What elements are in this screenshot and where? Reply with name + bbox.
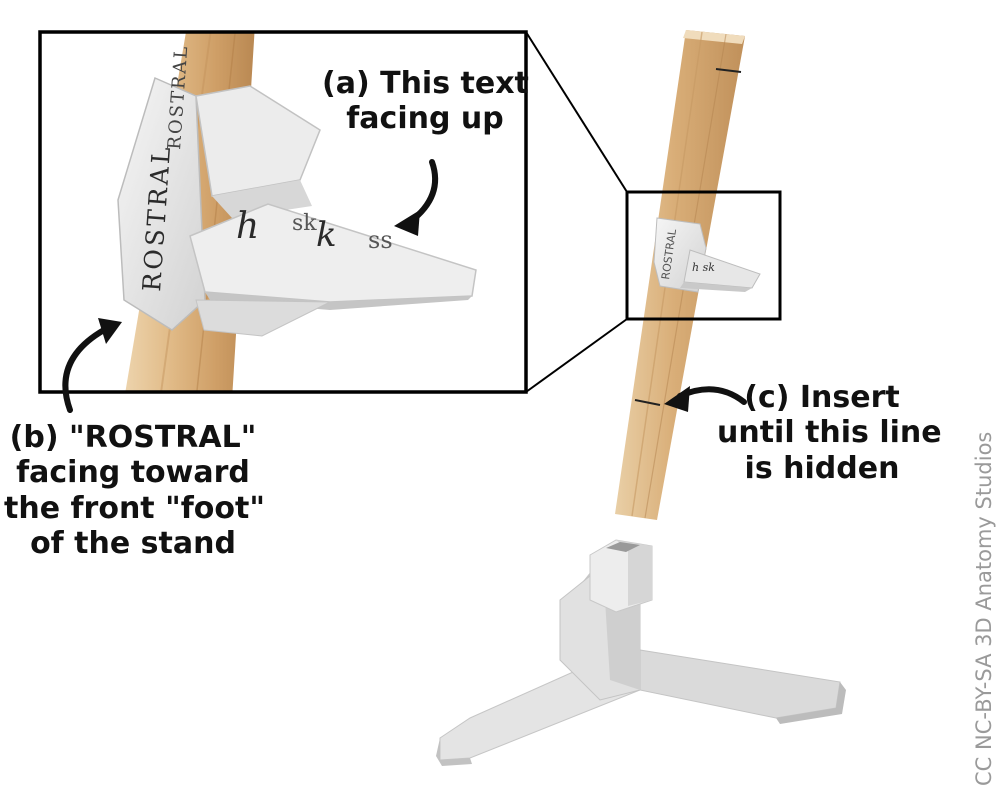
tray-letter-k: k [316, 215, 337, 255]
annotation-b-line-4: of the stand [30, 526, 236, 562]
annotation-c-line-1: (c) Insert [744, 380, 900, 415]
annotation-a-line-1: (a) This text [322, 66, 529, 101]
insertion-mark-line [634, 399, 661, 406]
annotation-b: (b) "ROSTRAL" facing toward the front "f… [4, 420, 265, 562]
tray-letter-h: h [236, 206, 259, 247]
arrow-c [664, 386, 747, 412]
annotation-b-line-3: the front "foot" [4, 490, 265, 526]
annotation-c-line-2: until this line [717, 415, 942, 451]
tray-letter-cluster-2: ss [368, 226, 393, 254]
callout-box [625, 190, 782, 321]
annotation-b-line-2: facing toward [16, 455, 250, 491]
annotation-a-line-2: facing up [346, 101, 504, 137]
annotation-c-line-3: is hidden [744, 450, 900, 486]
tray-letter-cluster: sk [292, 211, 317, 236]
arrow-a [394, 159, 439, 236]
callout-line-bottom [525, 318, 628, 393]
callout-line-top [525, 31, 628, 193]
annotation-b-line-1: (b) "ROSTRAL" [9, 420, 257, 455]
dowel-top-mark [715, 68, 742, 73]
zoom-inset: h sk k ss ROSTRAL ROSTRAL [38, 30, 528, 394]
tripod-stand [436, 539, 846, 766]
annotation-c: (c) Insert until this line is hidden [717, 380, 942, 486]
arrow-b [62, 318, 122, 413]
rostral-clip-small: ROSTRAL h sk [653, 217, 761, 293]
small-clip-letters: h sk [692, 261, 715, 274]
annotation-a: (a) This text facing up [322, 66, 529, 137]
license-credit: CC NC-BY-SA 3D Anatomy Studios [972, 431, 996, 786]
